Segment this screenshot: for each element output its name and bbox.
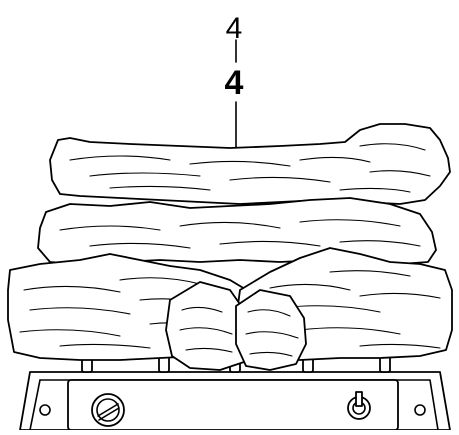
center-split-log (165, 281, 307, 371)
middle-log (37, 197, 437, 265)
callout-number-4-bold: 4 (224, 64, 244, 102)
top-log (49, 123, 451, 205)
callout-number-4-light: 4 (225, 12, 243, 45)
pilot-igniter (347, 391, 371, 420)
burner-base (19, 371, 451, 431)
control-knob (91, 393, 125, 427)
